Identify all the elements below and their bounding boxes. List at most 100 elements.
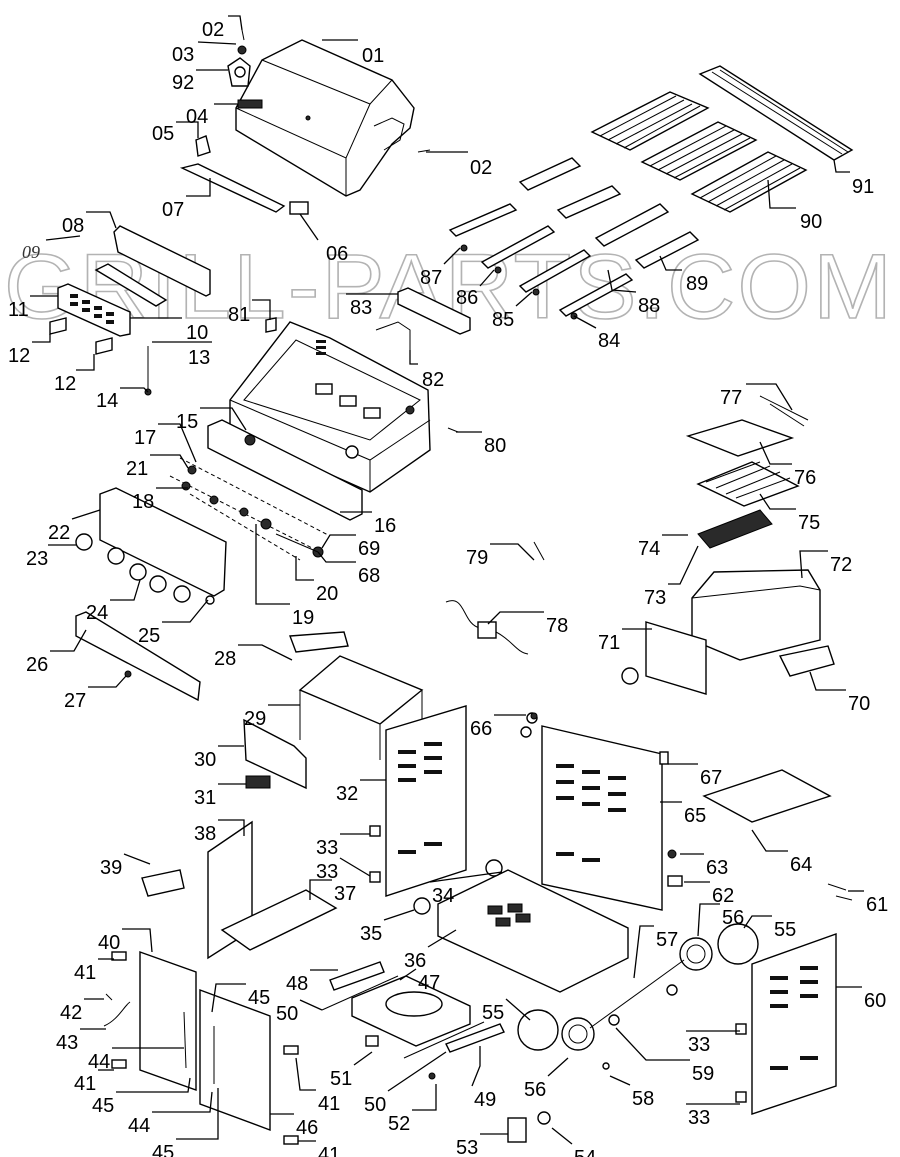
- part-label-79: 79: [466, 547, 488, 569]
- part-label-92: 92: [172, 72, 194, 94]
- part-label-55: 55: [482, 1002, 504, 1024]
- control-panel-assembly: [75, 419, 363, 702]
- hood: [235, 39, 415, 197]
- part-label-41: 41: [318, 1144, 340, 1157]
- part-label-90: 90: [800, 211, 822, 233]
- part-label-80: 80: [484, 435, 506, 457]
- part-label-54: 54: [574, 1147, 596, 1157]
- part-label-17: 17: [134, 427, 156, 449]
- part-label-78: 78: [546, 615, 568, 637]
- part-label-25: 25: [138, 625, 160, 647]
- part-label-08: 08: [62, 215, 84, 237]
- part-label-72: 72: [830, 554, 852, 576]
- part-label-20: 20: [316, 583, 338, 605]
- part-label-67: 67: [700, 767, 722, 789]
- part-label-36: 36: [404, 950, 426, 972]
- part-label-44: 44: [88, 1051, 110, 1073]
- leader-lines: [30, 15, 864, 1145]
- part-label-45: 45: [92, 1095, 114, 1117]
- part-label-40: 40: [98, 932, 120, 954]
- cart-frame: [139, 631, 837, 1132]
- part-label-52: 52: [388, 1113, 410, 1135]
- part-label-41: 41: [74, 1073, 96, 1095]
- part-label-68: 68: [358, 565, 380, 587]
- rear-panels: [49, 225, 471, 396]
- part-label-64: 64: [790, 854, 812, 876]
- part-label-69: 69: [358, 538, 380, 560]
- part-label-60: 60: [864, 990, 886, 1012]
- part-label-33: 33: [688, 1034, 710, 1056]
- part-label-38: 38: [194, 823, 216, 845]
- part-label-12: 12: [8, 345, 30, 367]
- part-label-87: 87: [420, 267, 442, 289]
- part-label-31: 31: [194, 787, 216, 809]
- part-label-88: 88: [638, 295, 660, 317]
- wheels-and-casters: [413, 712, 759, 1070]
- part-label-33: 33: [688, 1107, 710, 1129]
- part-label-07: 07: [162, 199, 184, 221]
- part-label-42: 42: [60, 1002, 82, 1024]
- side-burner: [533, 395, 835, 695]
- part-label-57: 57: [656, 929, 678, 951]
- part-label-45: 45: [248, 987, 270, 1009]
- part-label-32: 32: [336, 783, 358, 805]
- part-label-58: 58: [632, 1088, 654, 1110]
- part-label-35: 35: [360, 923, 382, 945]
- part-label-50: 50: [276, 1003, 298, 1025]
- burners-and-heat-tents: [448, 157, 700, 320]
- part-label-43: 43: [56, 1032, 78, 1054]
- part-label-56: 56: [722, 907, 744, 929]
- part-label-26: 26: [26, 654, 48, 676]
- part-label-76: 76: [794, 467, 816, 489]
- part-label-10: 10: [186, 322, 208, 344]
- part-label-30: 30: [194, 749, 216, 771]
- part-label-89: 89: [686, 273, 708, 295]
- part-label-86: 86: [456, 287, 478, 309]
- part-label-33: 33: [316, 837, 338, 859]
- part-label-70: 70: [848, 693, 870, 715]
- part-label-12: 12: [54, 373, 76, 395]
- part-label-61: 61: [866, 894, 888, 916]
- hood-hardware: [179, 29, 431, 215]
- part-label-14: 14: [96, 390, 118, 412]
- part-label-77: 77: [720, 387, 742, 409]
- part-label-49: 49: [474, 1089, 496, 1111]
- part-label-41: 41: [318, 1093, 340, 1115]
- part-label-16: 16: [374, 515, 396, 537]
- part-label-24: 24: [86, 602, 108, 624]
- part-label-27: 27: [64, 690, 86, 712]
- part-label-09: 09: [22, 242, 40, 262]
- part-label-29: 29: [244, 708, 266, 730]
- part-label-74: 74: [638, 538, 660, 560]
- part-label-63: 63: [706, 857, 728, 879]
- part-label-06: 06: [326, 243, 348, 265]
- part-label-15: 15: [176, 411, 198, 433]
- part-label-53: 53: [456, 1137, 478, 1157]
- part-label-71: 71: [598, 632, 620, 654]
- part-label-66: 66: [470, 718, 492, 740]
- part-label-05: 05: [152, 123, 174, 145]
- part-label-45: 45: [152, 1142, 174, 1157]
- part-label-48: 48: [286, 973, 308, 995]
- part-label-56: 56: [524, 1079, 546, 1101]
- part-label-33: 33: [316, 861, 338, 883]
- part-label-55: 55: [774, 919, 796, 941]
- part-label-02: 02: [202, 19, 224, 41]
- part-label-02: 02: [470, 157, 492, 179]
- part-label-03: 03: [172, 44, 194, 66]
- part-label-01: 01: [362, 45, 384, 67]
- part-label-85: 85: [492, 309, 514, 331]
- part-label-65: 65: [684, 805, 706, 827]
- part-label-81: 81: [228, 304, 250, 326]
- igniter-wiring: [445, 427, 529, 655]
- part-label-13: 13: [188, 347, 210, 369]
- part-label-19: 19: [292, 607, 314, 629]
- cooking-grates: [590, 65, 854, 213]
- part-label-75: 75: [798, 512, 820, 534]
- part-label-83: 83: [350, 297, 372, 319]
- part-label-84: 84: [598, 330, 620, 352]
- part-label-39: 39: [100, 857, 122, 879]
- part-label-59: 59: [692, 1063, 714, 1085]
